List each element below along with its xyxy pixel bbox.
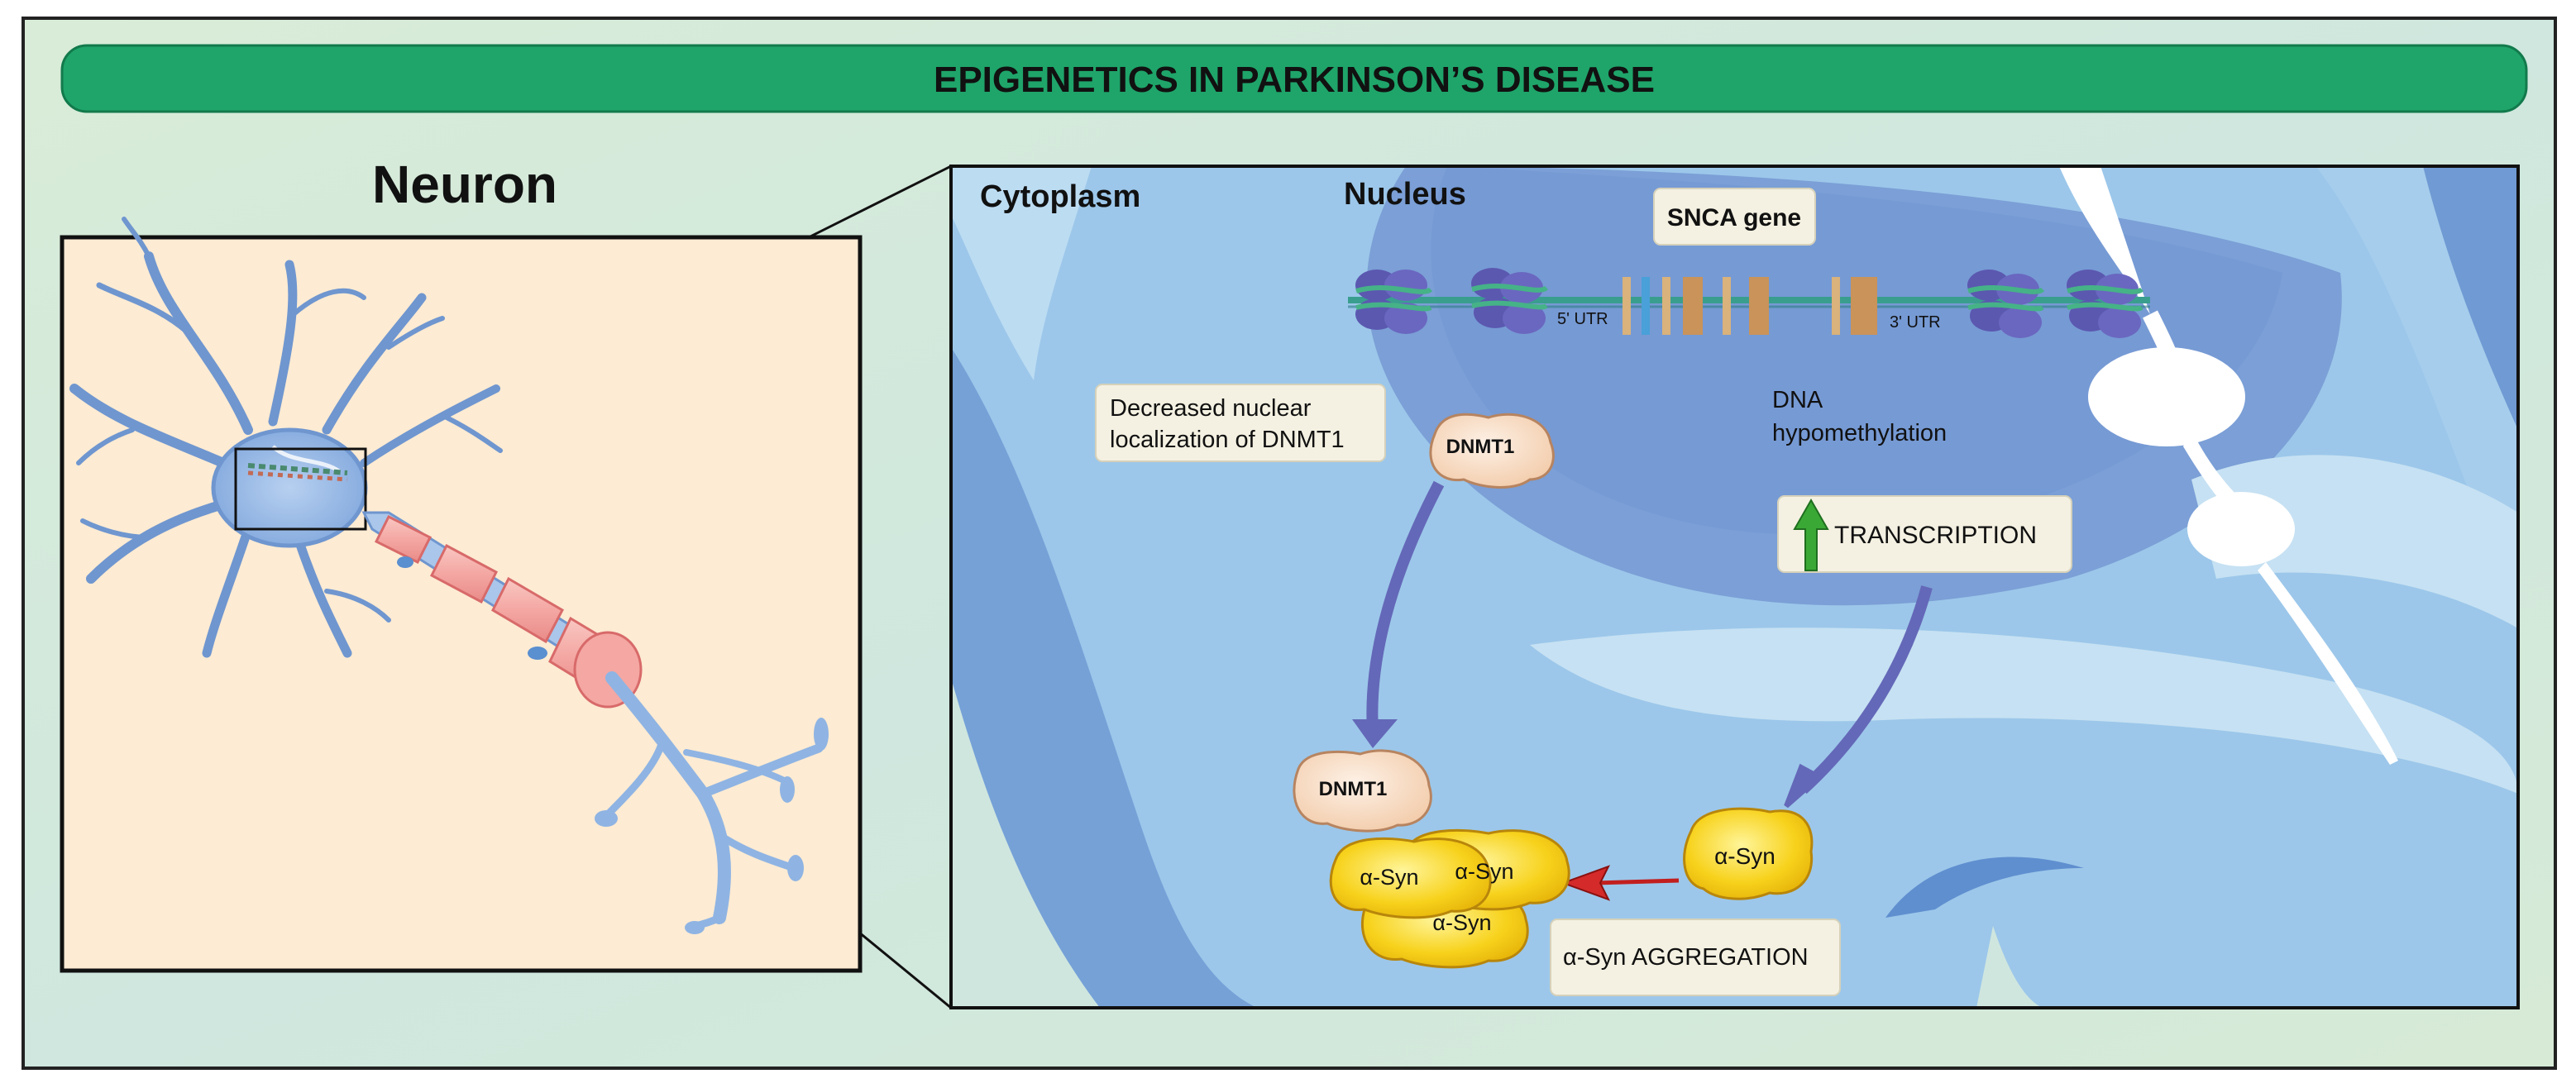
gene-label-box [1653, 188, 1816, 246]
dnmt1-arrowhead-icon [1352, 719, 1398, 748]
transcription-arrowhead-icon [1784, 763, 1824, 809]
asyn-aggregate [1329, 828, 1570, 969]
gene-label: SNCA gene [1667, 204, 1801, 231]
page-title: EPIGENETICS IN PARKINSON’S DISEASE [934, 60, 1655, 100]
transcription-label: TRANSCRIPTION [1834, 522, 2037, 549]
axon-terminals [604, 671, 824, 930]
dnmt1-note-line2: localization of DNMT1 [1110, 427, 1345, 453]
hypomethylation-line2: hypomethylation [1772, 420, 1947, 446]
detail-frame [949, 165, 2520, 1009]
nucleosome-cluster-3 [1967, 270, 2045, 338]
zoom-box [234, 447, 367, 531]
neuron-panel [60, 217, 863, 973]
hypomethylation-line1: DNA [1772, 387, 1823, 413]
dnmt1-note-box [1095, 384, 1386, 462]
nucleosome-cluster-2 [1471, 268, 1549, 334]
transcription-arrow [1799, 585, 1933, 795]
asyn-monomer-label: α-Syn [1714, 843, 1775, 869]
aggregation-arrowhead-icon [1560, 865, 1611, 901]
title-bar [60, 44, 2528, 113]
dnmt1-nuclear-protein [1429, 413, 1555, 489]
asyn-monomer [1683, 807, 1814, 900]
neuron-heading: Neuron [372, 155, 557, 214]
dnmt1-nuclear-label: DNMT1 [1446, 436, 1515, 458]
nucleosome-cluster-1 [1355, 270, 1433, 334]
transcription-box [1777, 495, 2072, 573]
axon [361, 511, 643, 709]
nucleosome-cluster-4 [2067, 270, 2144, 338]
neuron-illustration [69, 217, 503, 658]
cytoplasm-label: Cytoplasm [980, 179, 1140, 214]
terminal-boutons [595, 718, 829, 934]
up-arrow-icon [1793, 498, 1829, 571]
asyn-aggregate-label-bottom: α-Syn [1432, 910, 1491, 935]
detail-panel: Cytoplasm Nucleus SNCA gene 5' UTR 3' UT… [949, 165, 2520, 1009]
aggregation-label: α-Syn AGGREGATION [1563, 944, 1809, 971]
dnmt1-relocation-arrow [1366, 480, 1445, 732]
aggregation-box [1550, 919, 1841, 996]
utr5-label: 5' UTR [1557, 310, 1608, 328]
dnmt1-cytoplasmic-protein [1293, 749, 1432, 833]
nucleus-label: Nucleus [1344, 177, 1466, 212]
asyn-aggregate-label-back: α-Syn [1455, 859, 1513, 884]
dnmt1-cytoplasmic-label: DNMT1 [1319, 778, 1388, 800]
utr3-label: 3' UTR [1890, 313, 1941, 332]
asyn-aggregate-label-front: α-Syn [1360, 865, 1418, 890]
aggregation-arrow [1595, 878, 1680, 885]
nucleus-chromatin-icon [247, 463, 348, 482]
dnmt1-note-line1: Decreased nuclear [1110, 395, 1312, 422]
